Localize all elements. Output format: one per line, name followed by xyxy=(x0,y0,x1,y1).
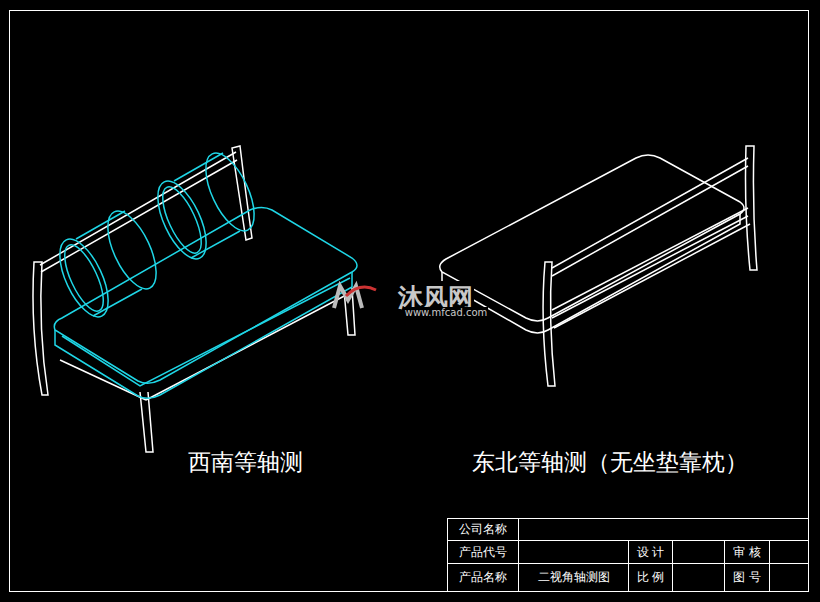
table-cell: 图 号 xyxy=(732,569,762,586)
watermark-logo xyxy=(334,286,376,308)
table-cell-box: 二视角轴测图 xyxy=(519,564,628,591)
title-block xyxy=(447,518,809,592)
table-cell-box: 审 核 xyxy=(725,541,769,563)
watermark-url-box: www.mfcad.com xyxy=(392,305,500,319)
table-cell-box: 产品代号 xyxy=(448,541,518,563)
sofa-ne xyxy=(440,146,757,386)
table-cell: 产品名称 xyxy=(458,569,508,586)
table-cell-box: 公司名称 xyxy=(448,519,518,540)
view-title: 东北等轴测（无坐垫靠枕） xyxy=(471,447,749,478)
table-cell-box: 比 例 xyxy=(629,564,672,591)
table-cell-box: 设 计 xyxy=(629,541,672,563)
table-cell: 审 核 xyxy=(732,544,762,561)
view-title-box: 西南等轴测 xyxy=(170,444,320,480)
table-cell: 产品代号 xyxy=(458,544,508,561)
table-cell: 公司名称 xyxy=(458,521,508,538)
sofa-sw xyxy=(33,146,357,452)
view-title: 西南等轴测 xyxy=(187,447,304,478)
table-cell: 比 例 xyxy=(636,569,666,586)
table-cell: 二视角轴测图 xyxy=(537,569,611,586)
view-title-box: 东北等轴测（无坐垫靠枕） xyxy=(455,444,765,480)
table-cell-box: 产品名称 xyxy=(448,564,518,591)
table-cell: 设 计 xyxy=(636,544,666,561)
table-cell-box: 图 号 xyxy=(725,564,769,591)
watermark-url: www.mfcad.com xyxy=(404,307,489,318)
